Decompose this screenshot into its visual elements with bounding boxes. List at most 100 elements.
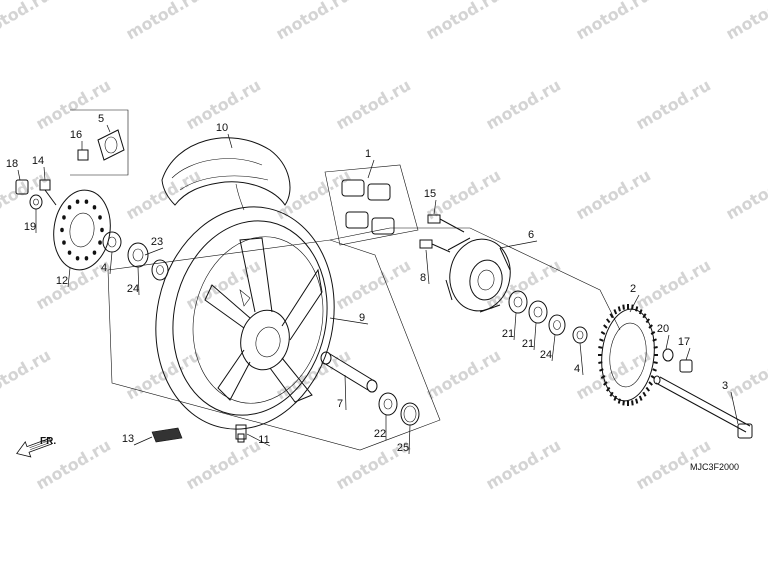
sprocket-tooth (645, 386, 650, 392)
leader-line-p3 (730, 391, 739, 425)
sprocket-tooth (635, 398, 639, 404)
disc-hole (67, 205, 72, 210)
disc-hole (75, 256, 80, 261)
callout-p5: 5 (98, 113, 104, 125)
brake-disc-part (53, 189, 111, 271)
watermark-text: motod.ru (483, 75, 564, 133)
disc-hole (67, 250, 72, 255)
sprocket-tooth (635, 306, 639, 312)
tyre-part (161, 137, 291, 211)
leader-line-p8 (425, 249, 430, 285)
callout-p25: 25 (397, 442, 409, 454)
sprocket-tooth (622, 400, 625, 406)
sprocket-tooth (599, 338, 604, 342)
sprocket-tooth (600, 331, 606, 335)
sprocket-tooth (638, 309, 643, 315)
leader-line-p6 (499, 240, 538, 249)
callout-p21a: 21 (502, 328, 514, 340)
balance-weight-part (151, 427, 183, 443)
watermark-text: motod.ru (723, 165, 768, 223)
leader-line-p13 (133, 436, 153, 446)
callout-leaders (17, 124, 739, 455)
sprocket-tooth (642, 391, 647, 397)
callout-p6: 6 (528, 229, 534, 241)
sprocket-tooth (598, 361, 603, 364)
leader-line-p14 (43, 166, 46, 181)
drive-sprocket-part (598, 304, 658, 406)
wheel-rim-part (155, 206, 335, 430)
callout-p15: 15 (424, 188, 436, 200)
sprocket-tooth (648, 324, 653, 329)
disc-hole (60, 227, 64, 233)
leader-line-p9 (329, 317, 369, 325)
callout-p17: 17 (678, 336, 690, 348)
leader-line-p17 (685, 347, 691, 361)
leader-line-p10 (227, 133, 233, 149)
disc-hole (92, 205, 97, 210)
leader-line-p25 (408, 424, 411, 455)
callout-p10: 10 (216, 122, 228, 134)
sprocket-tooth (652, 368, 657, 372)
callout-p4a: 4 (101, 262, 107, 274)
callout-p8: 8 (420, 272, 426, 284)
leader-line-p4b (579, 342, 584, 376)
sprocket-tooth (613, 309, 618, 315)
sprocket-tooth (642, 313, 647, 319)
watermark-text: motod.ru (123, 165, 204, 223)
disc-hole (98, 240, 102, 245)
sprocket-tooth (622, 304, 625, 310)
sprocket-tooth (617, 398, 621, 404)
watermark-text: motod.ru (123, 0, 204, 43)
sprocket-tooth (598, 346, 603, 349)
sprocket-tooth (603, 324, 608, 329)
leader-line-p12 (67, 267, 71, 288)
watermark-text: motod.ru (573, 345, 654, 403)
pulser-plate-part (97, 129, 125, 161)
callout-p23: 23 (151, 236, 163, 248)
callout-p11: 11 (258, 434, 269, 446)
watermark-text: motod.ru (723, 0, 768, 43)
hub-studs (419, 214, 465, 253)
sprocket-tooth (652, 338, 657, 342)
callout-p13: 13 (122, 433, 134, 445)
callout-p21b: 21 (522, 338, 534, 350)
disc-hole (92, 250, 97, 255)
sprocket-tooth (653, 361, 658, 364)
watermark-text: motod.ru (723, 345, 768, 403)
watermark-text: motod.ru (0, 0, 54, 43)
rear-axle-part (653, 375, 753, 439)
callout-p1: 1 (365, 148, 371, 160)
disc-hole (75, 199, 80, 204)
leader-line-p18 (17, 169, 21, 181)
disc-hole (84, 256, 89, 261)
watermark-text: motod.ru (633, 255, 714, 313)
disc-hole (100, 227, 104, 233)
sprocket-tooth (609, 313, 614, 319)
leader-line-p21b (533, 322, 537, 351)
callout-p19: 19 (24, 221, 36, 233)
leader-line-p11 (246, 433, 271, 447)
sprocket-tooth (653, 346, 658, 349)
damper-rubbers-part (341, 179, 395, 235)
leader-line-p23 (144, 247, 164, 256)
sprocket-tooth (606, 318, 611, 324)
damper-frame (324, 164, 419, 246)
fr-label: FR. (40, 436, 56, 447)
front-direction-indicator: FR. (16, 436, 56, 458)
right-bearing-seal (378, 392, 420, 426)
leader-line-p1 (367, 159, 375, 179)
watermark-text: motod.ru (423, 0, 504, 43)
sprocket-tooth (603, 381, 608, 386)
watermark-text: motod.ru (0, 165, 54, 223)
sprocket-tooth (617, 306, 621, 312)
sprocket-tooth (606, 386, 611, 392)
disc-hole (98, 215, 102, 220)
sprocket-flange-part (445, 237, 511, 313)
callout-p2: 2 (630, 283, 636, 295)
callout-p22: 22 (374, 428, 386, 440)
leader-line-p4a (109, 251, 113, 275)
callout-p7: 7 (337, 398, 343, 410)
valve-part (235, 424, 247, 443)
axle-nut-washer (662, 348, 693, 373)
